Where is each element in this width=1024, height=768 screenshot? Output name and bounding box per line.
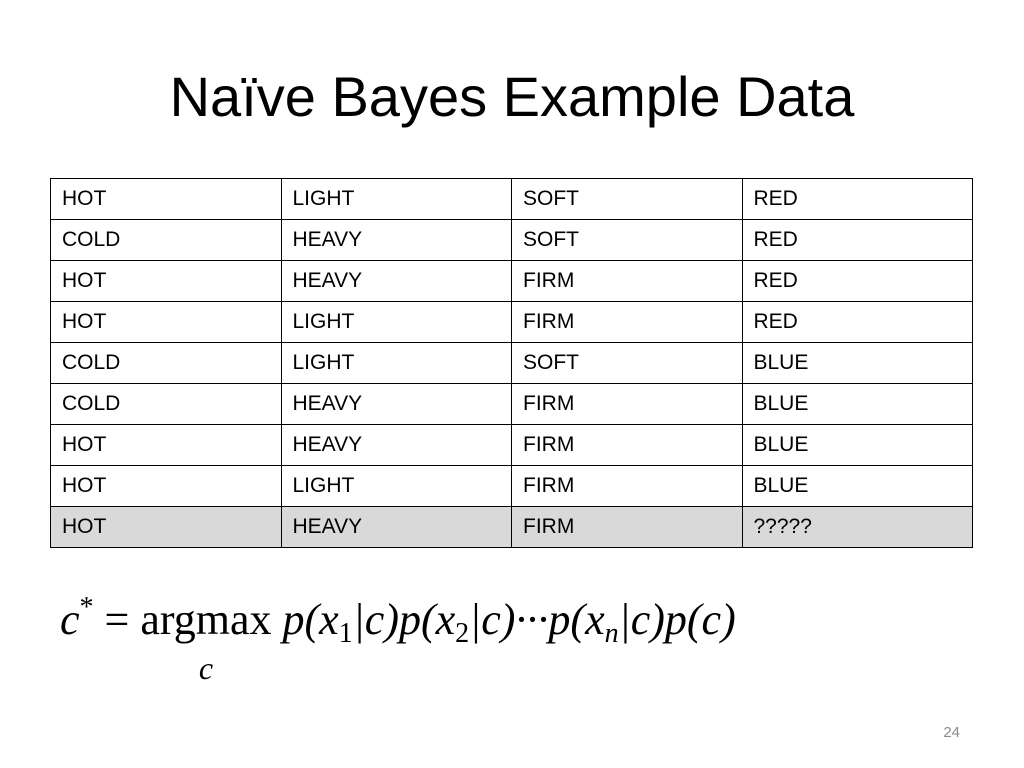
table-cell: BLUE — [741, 342, 973, 384]
formula-lhs: c — [60, 595, 80, 644]
formula-term-1: p(x — [282, 595, 339, 644]
formula-sub-2: 2 — [455, 618, 470, 649]
page-number: 24 — [943, 724, 960, 741]
table-cell: HOT — [50, 424, 282, 466]
table-cell: HOT — [50, 301, 282, 343]
formula-equals: = — [104, 595, 130, 644]
table-cell: RED — [741, 301, 973, 343]
table-cell: SOFT — [511, 178, 743, 220]
table-cell: HEAVY — [280, 219, 512, 261]
table-cell: HOT — [50, 506, 282, 548]
table-cell: COLD — [50, 219, 282, 261]
table-cell: SOFT — [511, 342, 743, 384]
table-cell: FIRM — [511, 260, 743, 302]
table-cell: ????? — [741, 506, 973, 548]
formula-operator: argmax c — [140, 590, 272, 686]
table-cell: LIGHT — [280, 178, 512, 220]
formula-term-3: |c)···p(x — [469, 595, 605, 644]
formula-sub-1: 1 — [338, 618, 353, 649]
table-cell: HEAVY — [280, 260, 512, 302]
table-cell: HOT — [50, 178, 282, 220]
table-cell: LIGHT — [280, 342, 512, 384]
table-cell: RED — [741, 178, 973, 220]
formula-term-2: |c)p(x — [352, 595, 456, 644]
formula-operator-text: argmax — [140, 595, 272, 644]
table-cell: COLD — [50, 383, 282, 425]
table-cell: HOT — [50, 260, 282, 302]
table-cell: FIRM — [511, 383, 743, 425]
table-cell: FIRM — [511, 301, 743, 343]
table-cell: HEAVY — [280, 424, 512, 466]
table-cell: SOFT — [511, 219, 743, 261]
table-cell: HOT — [50, 465, 282, 507]
table-cell: BLUE — [741, 424, 973, 466]
slide-title: Naïve Bayes Example Data — [169, 65, 855, 128]
formula-lhs-sup: * — [79, 592, 94, 623]
table-cell: BLUE — [741, 383, 973, 425]
table-cell: FIRM — [511, 506, 743, 548]
table-cell: HEAVY — [280, 383, 512, 425]
formula-operator-under: c — [198, 650, 214, 686]
formula-term-4: |c)p(c) — [618, 595, 736, 644]
table-cell: RED — [741, 219, 973, 261]
table-cell: BLUE — [741, 465, 973, 507]
table-cell: HEAVY — [280, 506, 512, 548]
formula-sub-n: n — [604, 618, 619, 649]
table-cell: COLD — [50, 342, 282, 384]
table-cell: FIRM — [511, 465, 743, 507]
table-cell: LIGHT — [280, 301, 512, 343]
table-cell: LIGHT — [280, 465, 512, 507]
table-cell: FIRM — [511, 424, 743, 466]
table-cell: RED — [741, 260, 973, 302]
